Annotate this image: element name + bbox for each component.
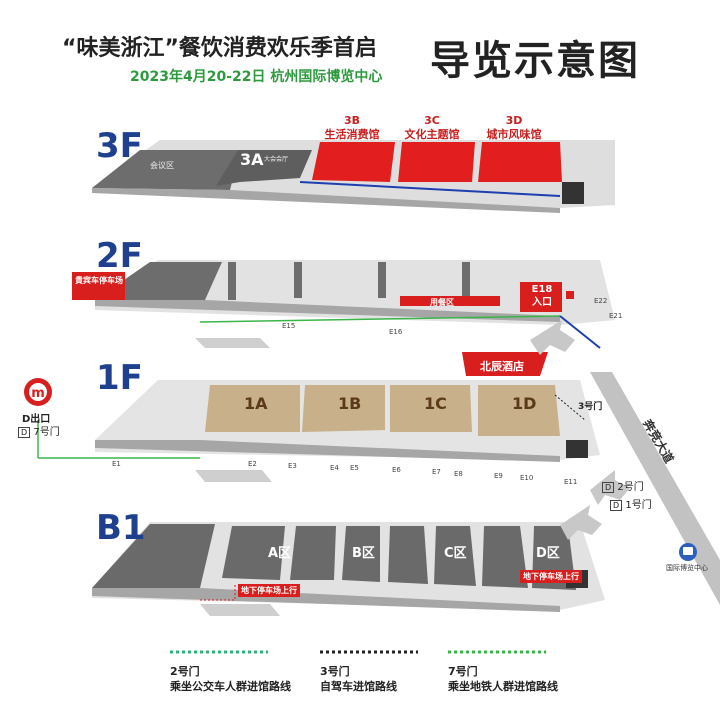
gate-e3: E3 [288, 462, 297, 470]
floor-label-b1: B1 [96, 508, 146, 548]
gate-e11: E11 [564, 478, 578, 486]
gate-e10: E10 [520, 474, 534, 482]
floor-label-2f: 2F [96, 236, 143, 276]
svg-text:m: m [31, 386, 45, 401]
gate-e5: E5 [350, 464, 359, 472]
gate-d-icon: D [602, 482, 615, 493]
legend-bus: 2号门 乘坐公交车人群进馆路线 [170, 665, 291, 693]
gate-e6: E6 [392, 466, 401, 474]
bus-icon [679, 543, 697, 561]
gate-e16: E16 [389, 328, 403, 336]
map-title: 导览示意图 [430, 38, 640, 84]
floor-1f-plan [37, 352, 600, 482]
gate-e8: E8 [454, 470, 463, 478]
parking-up-tag-left: 地下停车场上行 [238, 584, 300, 597]
hall-3c-label: 3C 文化主题馆 [404, 114, 460, 141]
floor-label-1f: 1F [96, 358, 143, 398]
gate-e15: E15 [282, 322, 296, 330]
gate-e22: E22 [594, 297, 608, 305]
gate-e7: E7 [432, 468, 441, 476]
zone-3a: 3A [240, 150, 264, 169]
hall-3d-label: 3D 城市风味馆 [486, 114, 542, 141]
vip-parking-label: 貴宾车停车场 [75, 276, 123, 285]
event-date-venue: 2023年4月20-22日 杭州国际博览中心 [130, 69, 383, 85]
parking-up-tag-right: 地下停车场上行 [520, 570, 582, 583]
event-title: “味美浙江”餐饮消费欢乐季首启 [62, 36, 377, 61]
floor-2f-plan [72, 260, 615, 349]
zone-b: B区 [352, 546, 375, 561]
floor-label-3f: 3F [96, 126, 143, 166]
hall-1c: 1C [424, 394, 447, 413]
dining-area-label: 用餐区 [430, 298, 454, 307]
zone-3a-sub: 大会会厅 [264, 156, 289, 163]
arrow-shape [590, 470, 630, 505]
hall-3b-label: 3B 生活消费馆 [324, 114, 380, 141]
gate-e21: E21 [609, 312, 623, 320]
gate-2: D 2号门 [602, 478, 644, 493]
meeting-area-label: 会议区 [150, 161, 174, 170]
gate-e9: E9 [494, 472, 503, 480]
legend-car: 3号门 自驾车进馆路线 [320, 665, 397, 693]
arrow-shape [560, 505, 602, 540]
metro-gate-7: D 7号门 [18, 423, 60, 438]
gate-e4: E4 [330, 464, 339, 472]
metro-icon: m [24, 378, 52, 406]
metro-exit: D出口 [22, 414, 51, 425]
gate-1: D 1号门 [610, 496, 652, 511]
zone-a: A区 [268, 546, 292, 561]
gate-e2: E2 [248, 460, 257, 468]
arrow-shape [530, 320, 575, 355]
hall-1a: 1A [244, 394, 268, 413]
legend-metro: 7号门 乘坐地铁人群进馆路线 [448, 665, 558, 693]
hotel-label: 北辰酒店 [480, 360, 524, 373]
gate-d-icon: D [610, 500, 623, 511]
zone-d: D区 [536, 546, 560, 561]
gate-e1: E1 [112, 460, 121, 468]
floor-3f-plan [92, 140, 615, 213]
floor-b1-plan [92, 522, 605, 616]
gate-3-label: 3号门 [578, 402, 603, 412]
hall-1b: 1B [338, 394, 362, 413]
zone-c: C区 [444, 546, 467, 561]
gate-d-icon: D [18, 427, 31, 438]
bus-stop-label: 国际博览中心 [666, 564, 708, 572]
entrance-e18: E18 入口 [531, 284, 553, 308]
hall-1d: 1D [512, 394, 537, 413]
